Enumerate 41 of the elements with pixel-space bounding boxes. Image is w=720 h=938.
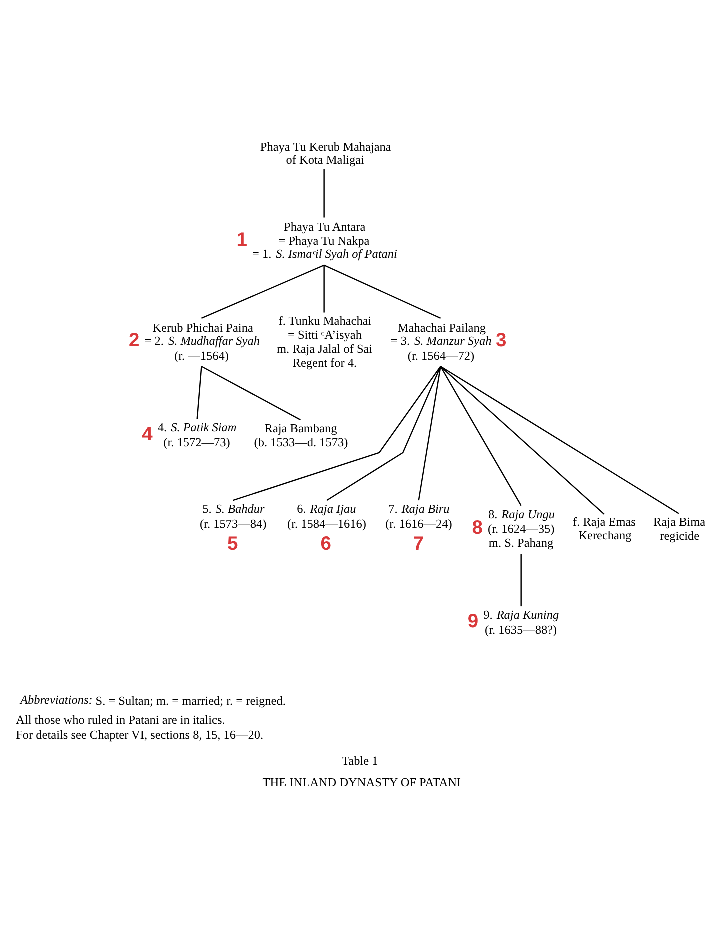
node-label: 5 [228, 534, 238, 555]
node-text: f. Raja Emas Kerechang [573, 514, 636, 542]
node-text: Raja Bambang (b. 1533—d. 1573) [254, 420, 348, 449]
connector [233, 366, 442, 501]
node-label: 2 [129, 330, 140, 352]
caption: THE INLAND DYNASTY OF PATANI [262, 775, 462, 790]
node-text: Kerub Phichai Paina = 2. S. Mudhaffar Syah (r. —1564) [144, 320, 260, 362]
node-text: 6. Raja Ijau (r. 1584—1616) [288, 502, 366, 530]
connector [201, 366, 301, 420]
connector [520, 554, 522, 606]
node-text: Mahachai Pailang = 3. S. Manzur Syah (r. 1564—72) [390, 320, 492, 362]
connector [440, 366, 522, 506]
node-label: 6 [320, 534, 332, 555]
connector [326, 366, 442, 501]
connector [324, 168, 325, 218]
connector [201, 264, 325, 319]
connector [418, 366, 442, 500]
connector [324, 264, 325, 312]
connector [440, 366, 605, 515]
diagram-title: Table 1 [342, 753, 378, 768]
label: Abbreviations: S. = Sultan; m. = married; r. = reigned. [20, 692, 286, 708]
node-text: 9. Raja Kuning (r. 1635—88?) [484, 607, 560, 636]
label: All those who ruled in Patani are in italics. [16, 712, 226, 727]
node-label: 4 [142, 424, 153, 445]
node-text: 4. S. Patik Siam (r. 1572—73) [158, 420, 237, 449]
node-label: 9 [468, 611, 479, 632]
node-text: Phaya Tu Kerub Mahajana of Kota Maligai [260, 139, 392, 167]
node-text: f. Tunku Mahachai = Sitti ᶜA’isyah m. Raja Jalal of Sai Regent for 4. [277, 313, 373, 370]
connector [324, 264, 442, 318]
label: For details see Chapter VI, sections 8, 15, 16—20. [16, 727, 264, 742]
node-text: 5. S. Bahdur (r. 1573—84) [200, 502, 267, 530]
node-text: Raja Bima regicide [654, 514, 706, 543]
node-label: 8 [472, 517, 484, 538]
node-label: 3 [496, 330, 507, 352]
connector [196, 366, 202, 419]
node-text: 8. Raja Ungu (r. 1624—35) m. S. Pahang [488, 506, 556, 550]
node-text: Phaya Tu Antara = Phaya Tu Nakpa = 1. S. Ismaᶜil Syah of Patani [252, 220, 398, 261]
node-text: 7. Raja Biru (r. 1616—24) [386, 502, 452, 530]
connector [440, 366, 680, 514]
node-label: 7 [413, 534, 424, 555]
node-label: 1 [236, 229, 248, 250]
